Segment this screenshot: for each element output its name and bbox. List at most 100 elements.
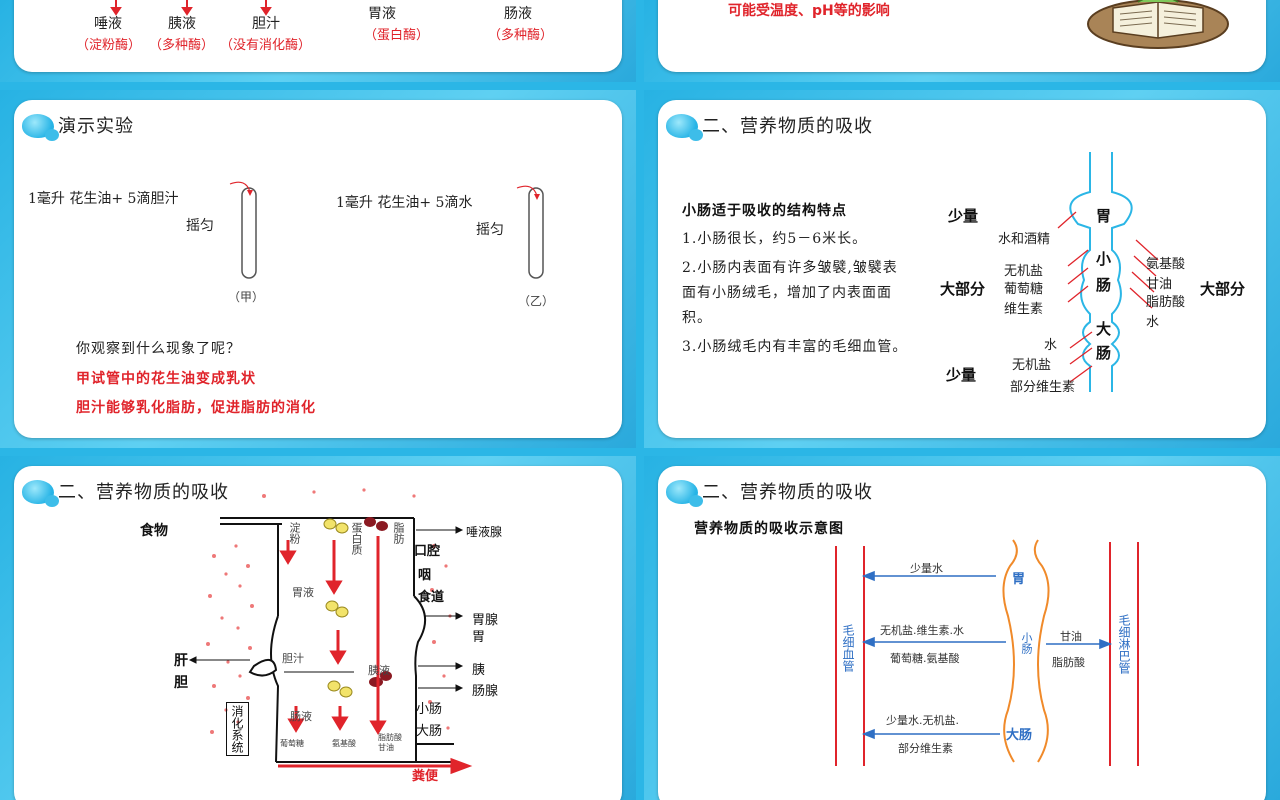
s4-point-2b: 面有小肠绒毛，增加了内表面面 — [682, 285, 892, 301]
s6-capillary: 毛细血管 — [841, 624, 855, 672]
s5-starch: 淀粉 — [288, 522, 301, 544]
s6-bottom-2: 部分维生素 — [898, 742, 953, 755]
s5-large-intestine: 大肠 — [416, 724, 443, 739]
s5-glycerol: 甘油 — [378, 743, 394, 752]
slide-6[interactable]: 二、营养物质的吸收 营养物质的吸收示意图 毛细血管 毛细淋巴管 胃 小肠 — [644, 456, 1280, 800]
slide-6-card: 二、营养物质的吸收 营养物质的吸收示意图 毛细血管 毛细淋巴管 胃 小肠 — [658, 466, 1266, 800]
s4-left-item-2: 葡萄糖 — [1004, 282, 1044, 297]
s4-stomach: 胃 — [1096, 207, 1112, 225]
s5-intestinal-juice: 肠液 — [290, 710, 312, 723]
s4-right-item-3: 脂肪酸 — [1146, 295, 1186, 310]
s4-less-bottom: 少量 — [946, 366, 977, 384]
slide-2-card: 可能受温度、pH等的影响 — [658, 0, 1266, 72]
s5-fat: 脂肪 — [392, 522, 405, 544]
s4-point-1: 1.小肠很长，约5－6米长。 — [682, 231, 868, 247]
s4-most-left: 大部分 — [940, 280, 986, 298]
s1-pancreatic: 胰液 — [168, 16, 196, 32]
s6-lymph: 毛细淋巴管 — [1117, 614, 1131, 674]
s5-feces: 粪便 — [412, 769, 439, 784]
cloud-bullet-icon — [22, 114, 59, 141]
s3-label-b: （乙） — [518, 294, 555, 308]
s5-system: 消化系统 — [226, 702, 249, 756]
s3-exp-b-line2: 摇匀 — [476, 222, 504, 238]
slide-1-card: 唾液 胰液 胆汁 胃液 肠液 （淀粉酶） （多种酶） （没有消化酶） （蛋白酶）… — [14, 0, 622, 72]
s3-answer-1: 甲试管中的花生油变成乳状 — [76, 371, 256, 387]
cloud-bullet-icon — [22, 480, 59, 507]
s3-title: 演示实验 — [58, 116, 134, 137]
s4-large-2: 肠 — [1096, 344, 1112, 362]
s5-bile: 胆汁 — [282, 652, 304, 665]
slide-1-arrows — [110, 0, 272, 16]
s5-pancreas: 胰 — [472, 663, 486, 678]
s5-protein: 蛋白质 — [350, 522, 363, 555]
s6-water-less: 少量水 — [910, 562, 943, 575]
test-tubes — [229, 181, 544, 279]
cloud-bullet-icon — [666, 480, 703, 507]
slide-2[interactable]: 可能受温度、pH等的影响 — [644, 0, 1280, 82]
s5-pancreatic-juice: 胰液 — [368, 664, 390, 677]
s5-fattyacid: 脂肪酸 — [378, 733, 402, 742]
s5-stomach: 胃 — [472, 630, 486, 645]
s4-point-2a: 2.小肠内表面有许多皱襞,皱襞表 — [682, 260, 898, 276]
s3-exp-a-line1: 1毫升 花生油+ 5滴胆汁 — [28, 191, 179, 207]
s6-glycerol: 甘油 — [1060, 630, 1082, 643]
s4-most-right: 大部分 — [1200, 280, 1246, 298]
book-reader-illustration — [1087, 0, 1229, 49]
s6-mid-1: 无机盐.维生素.水 — [880, 624, 964, 637]
s6-small: 小肠 — [1020, 632, 1033, 654]
s4-small-2: 肠 — [1096, 276, 1112, 294]
s4-right-item-2: 甘油 — [1146, 277, 1173, 292]
s1-bile: 胆汁 — [252, 16, 280, 32]
s5-gall: 胆 — [174, 675, 188, 691]
s3-answer-2: 胆汁能够乳化脂肪，促进脂肪的消化 — [76, 400, 316, 416]
slide-5-card: 二、营养物质的吸收 食物 — [14, 466, 622, 800]
s6-title: 二、营养物质的吸收 — [702, 482, 873, 503]
s4-large-1: 大 — [1096, 320, 1112, 338]
slide-1[interactable]: 唾液 胰液 胆汁 胃液 肠液 （淀粉酶） （多种酶） （没有消化酶） （蛋白酶）… — [0, 0, 636, 82]
red-dot-texture — [206, 488, 452, 734]
s1-gastric: 胃液 — [368, 6, 396, 22]
slide-5[interactable]: 二、营养物质的吸收 食物 — [0, 456, 636, 800]
s6-stomach: 胃 — [1012, 572, 1026, 587]
s3-exp-a-line2: 摇匀 — [186, 218, 214, 234]
s1-saliva-enzyme: （淀粉酶） — [76, 38, 142, 53]
s1-intestinal: 肠液 — [504, 6, 532, 22]
s3-label-a: （甲） — [228, 290, 265, 304]
s4-bottom-item-1: 水 — [1044, 338, 1058, 353]
s5-esophagus: 食道 — [418, 590, 445, 605]
s3-exp-b-line1: 1毫升 花生油+ 5滴水 — [336, 195, 473, 211]
s4-less-top: 少量 — [948, 207, 979, 225]
s4-left-item-3: 维生素 — [1004, 302, 1044, 317]
s5-gastric-juice: 胃液 — [292, 586, 314, 599]
s4-title: 二、营养物质的吸收 — [702, 116, 873, 137]
s5-intestinal-gland: 肠腺 — [472, 684, 499, 699]
s6-mid-2: 葡萄糖.氨基酸 — [890, 652, 960, 665]
s4-point-2c: 积。 — [682, 310, 712, 326]
s1-gastric-enzyme: （蛋白酶） — [364, 28, 430, 43]
s4-right-item-1: 氨基酸 — [1146, 257, 1186, 272]
s5-pharynx: 咽 — [418, 568, 432, 583]
s4-left-item-1: 无机盐 — [1004, 264, 1044, 279]
s1-intestinal-enzyme: （多种酶） — [488, 28, 554, 43]
s2-note: 可能受温度、pH等的影响 — [728, 3, 890, 19]
s4-bottom-item-3: 部分维生素 — [1010, 380, 1076, 395]
s5-liver: 肝 — [174, 653, 188, 669]
s3-question: 你观察到什么现象了呢？ — [76, 341, 241, 357]
s1-pancreatic-enzyme: （多种酶） — [149, 38, 215, 53]
s6-fattyacid: 脂肪酸 — [1052, 656, 1085, 669]
s4-right-item-4: 水 — [1146, 315, 1160, 330]
s1-bile-enzyme: （没有消化酶） — [220, 38, 312, 53]
s4-bottom-item-2: 无机盐 — [1012, 358, 1052, 373]
s5-glucose: 葡萄糖 — [280, 739, 304, 748]
s6-large: 大肠 — [1006, 728, 1033, 743]
s4-small-1: 小 — [1096, 250, 1112, 268]
s6-bottom-1: 少量水.无机盐. — [886, 714, 959, 727]
s5-title: 二、营养物质的吸收 — [58, 482, 229, 503]
s5-salivary: 唾液腺 — [466, 525, 503, 539]
s5-small-intestine: 小肠 — [416, 702, 443, 717]
s4-subtitle: 小肠适于吸收的结构特点 — [682, 203, 847, 219]
s6-absorption-diagram — [835, 539, 1139, 766]
s1-saliva: 唾液 — [94, 16, 122, 32]
slide-4[interactable]: 二、营养物质的吸收 小肠适于吸收的结构特点 1.小肠很长，约5－6米长。 2.小… — [644, 90, 1280, 448]
slide-3[interactable]: 演示实验 1毫升 花生油+ 5滴胆汁 摇匀 1毫升 花生油+ 5滴水 摇匀 （甲… — [0, 90, 636, 448]
